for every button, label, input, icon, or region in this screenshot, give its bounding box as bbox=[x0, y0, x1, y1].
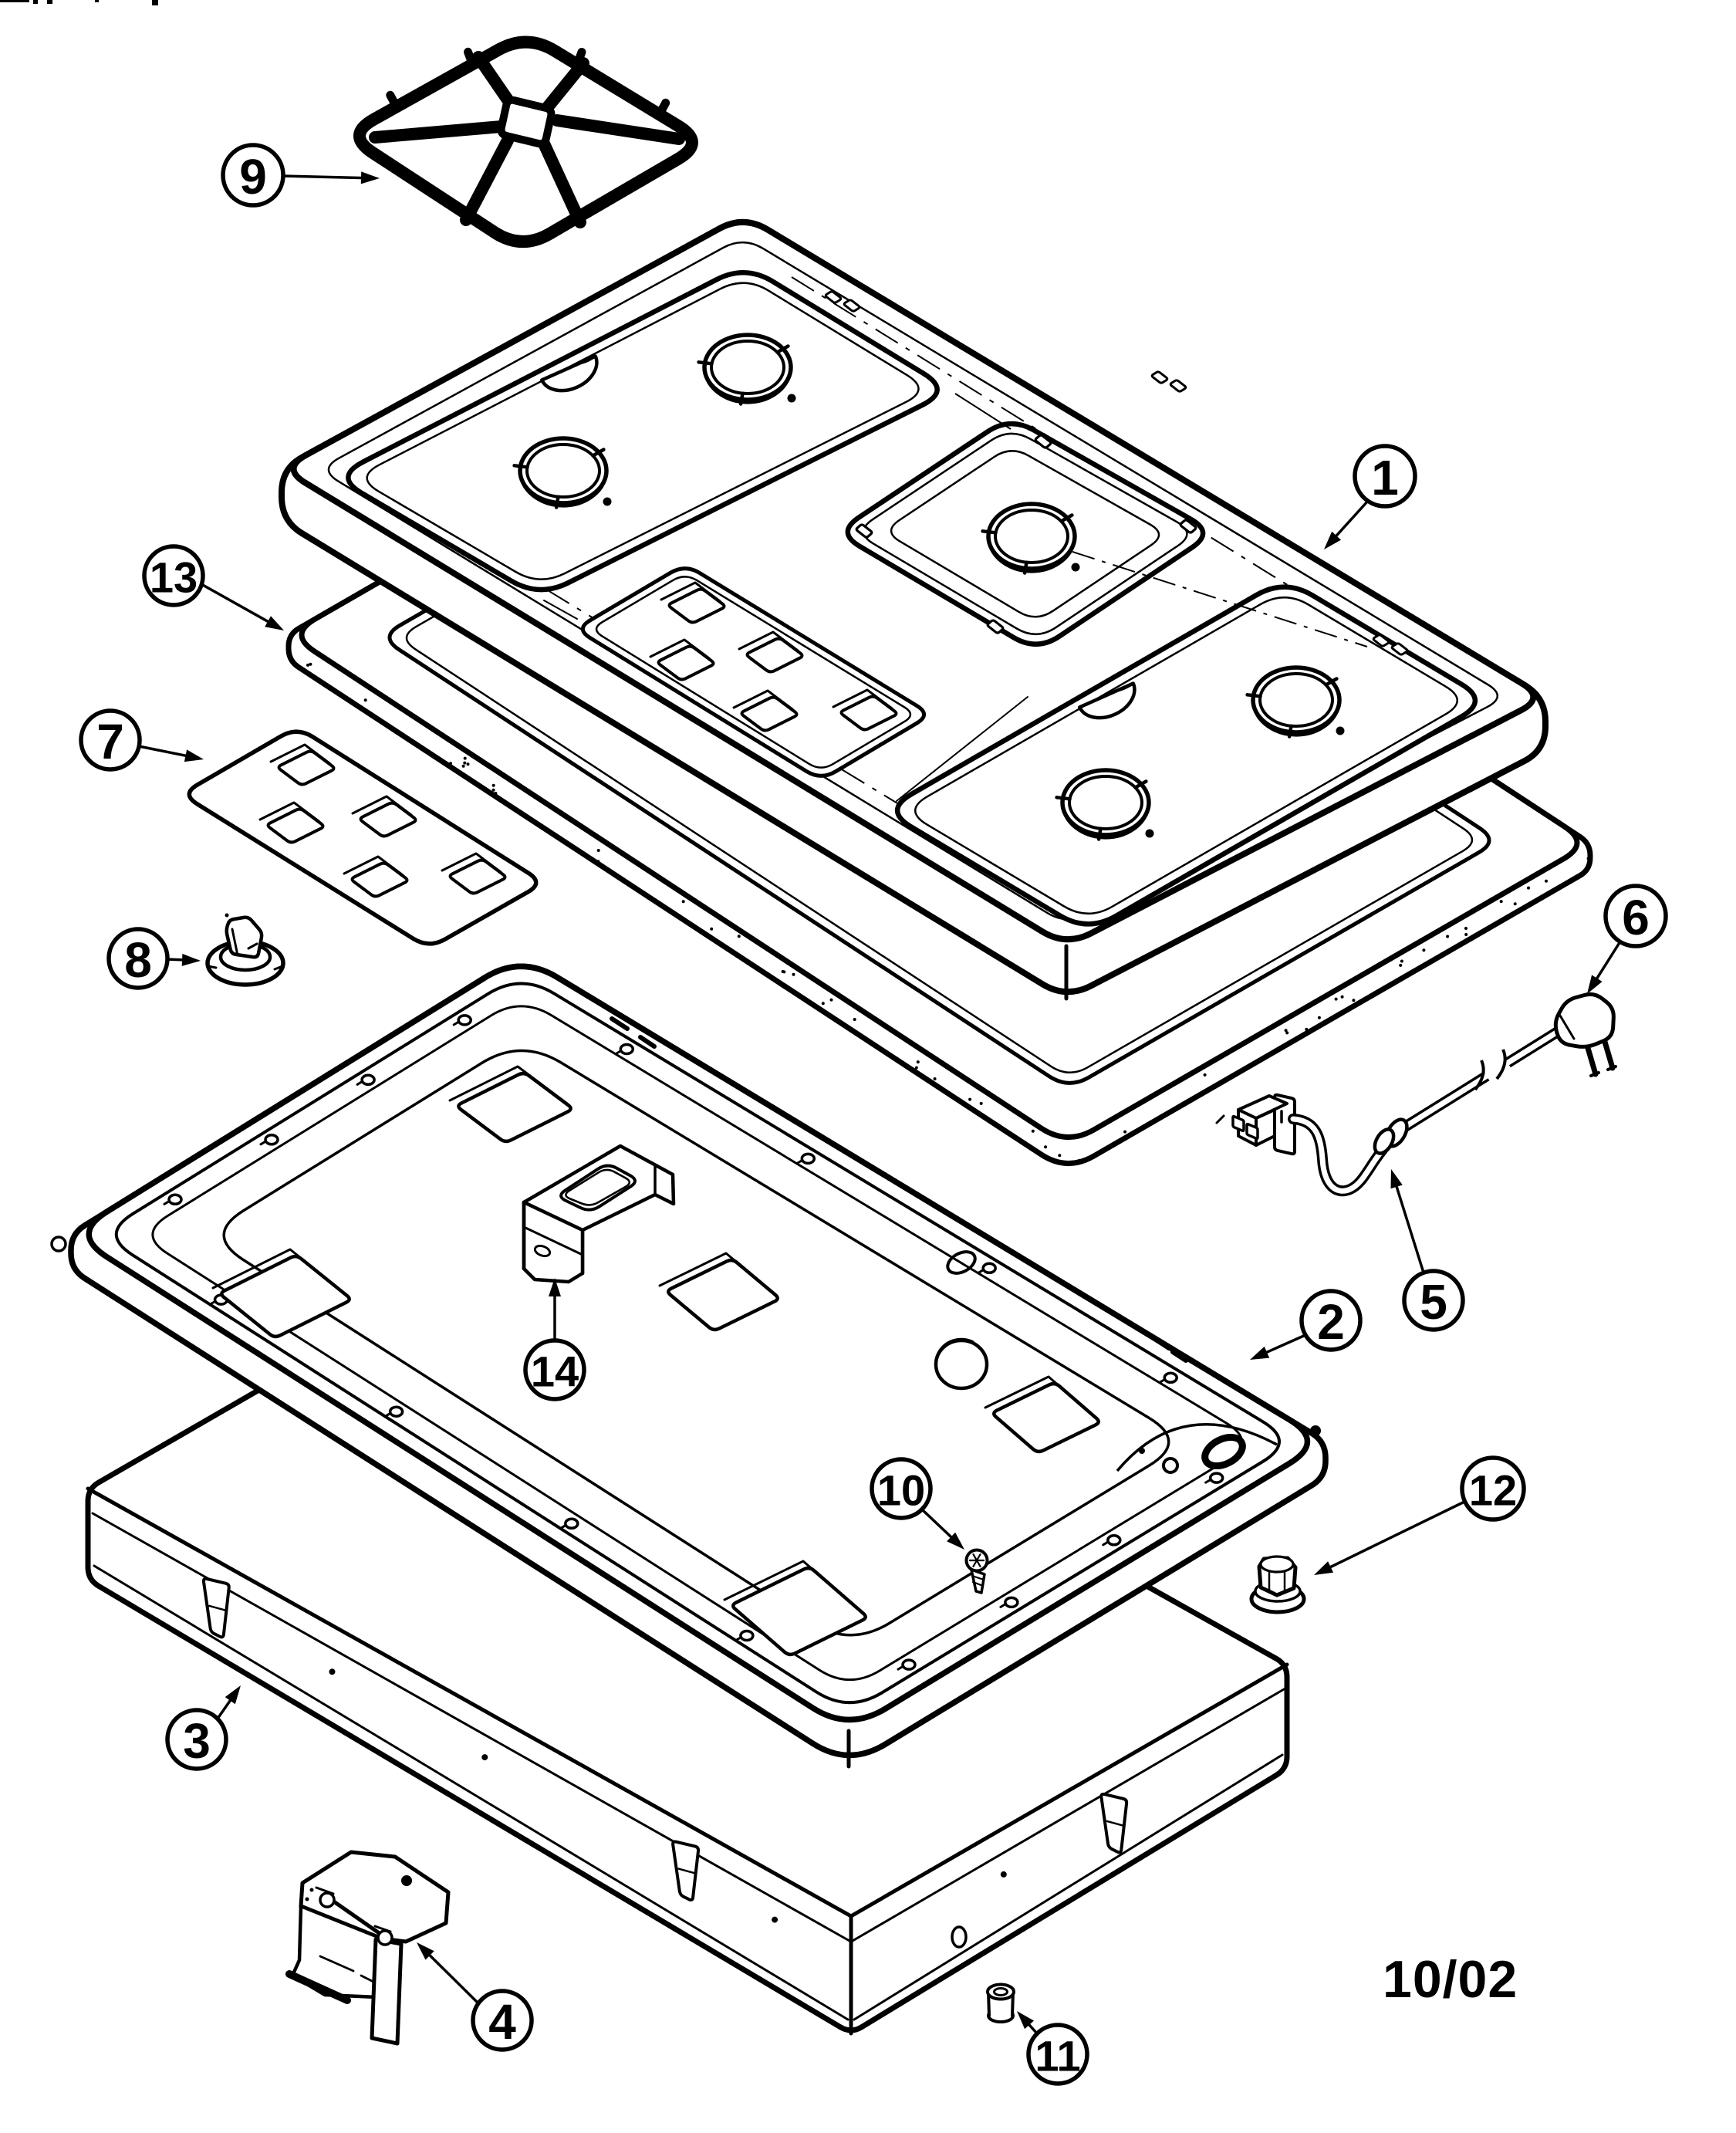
svg-text:9: 9 bbox=[239, 149, 267, 205]
svg-text:13: 13 bbox=[150, 553, 198, 602]
svg-text:8: 8 bbox=[124, 932, 152, 988]
svg-text:2: 2 bbox=[1317, 1294, 1345, 1350]
svg-text:3: 3 bbox=[183, 1713, 211, 1769]
svg-text:7: 7 bbox=[96, 714, 124, 769]
svg-text:10: 10 bbox=[877, 1466, 925, 1515]
svg-text:4: 4 bbox=[488, 1994, 516, 2050]
svg-text:14: 14 bbox=[531, 1347, 579, 1396]
svg-text:10/02: 10/02 bbox=[1383, 1950, 1518, 2009]
svg-text:5: 5 bbox=[1420, 1274, 1447, 1330]
svg-text:1: 1 bbox=[1371, 450, 1399, 505]
svg-text:12: 12 bbox=[1469, 1466, 1517, 1515]
svg-text:6: 6 bbox=[1622, 890, 1650, 945]
svg-text:11: 11 bbox=[1035, 2032, 1080, 2081]
